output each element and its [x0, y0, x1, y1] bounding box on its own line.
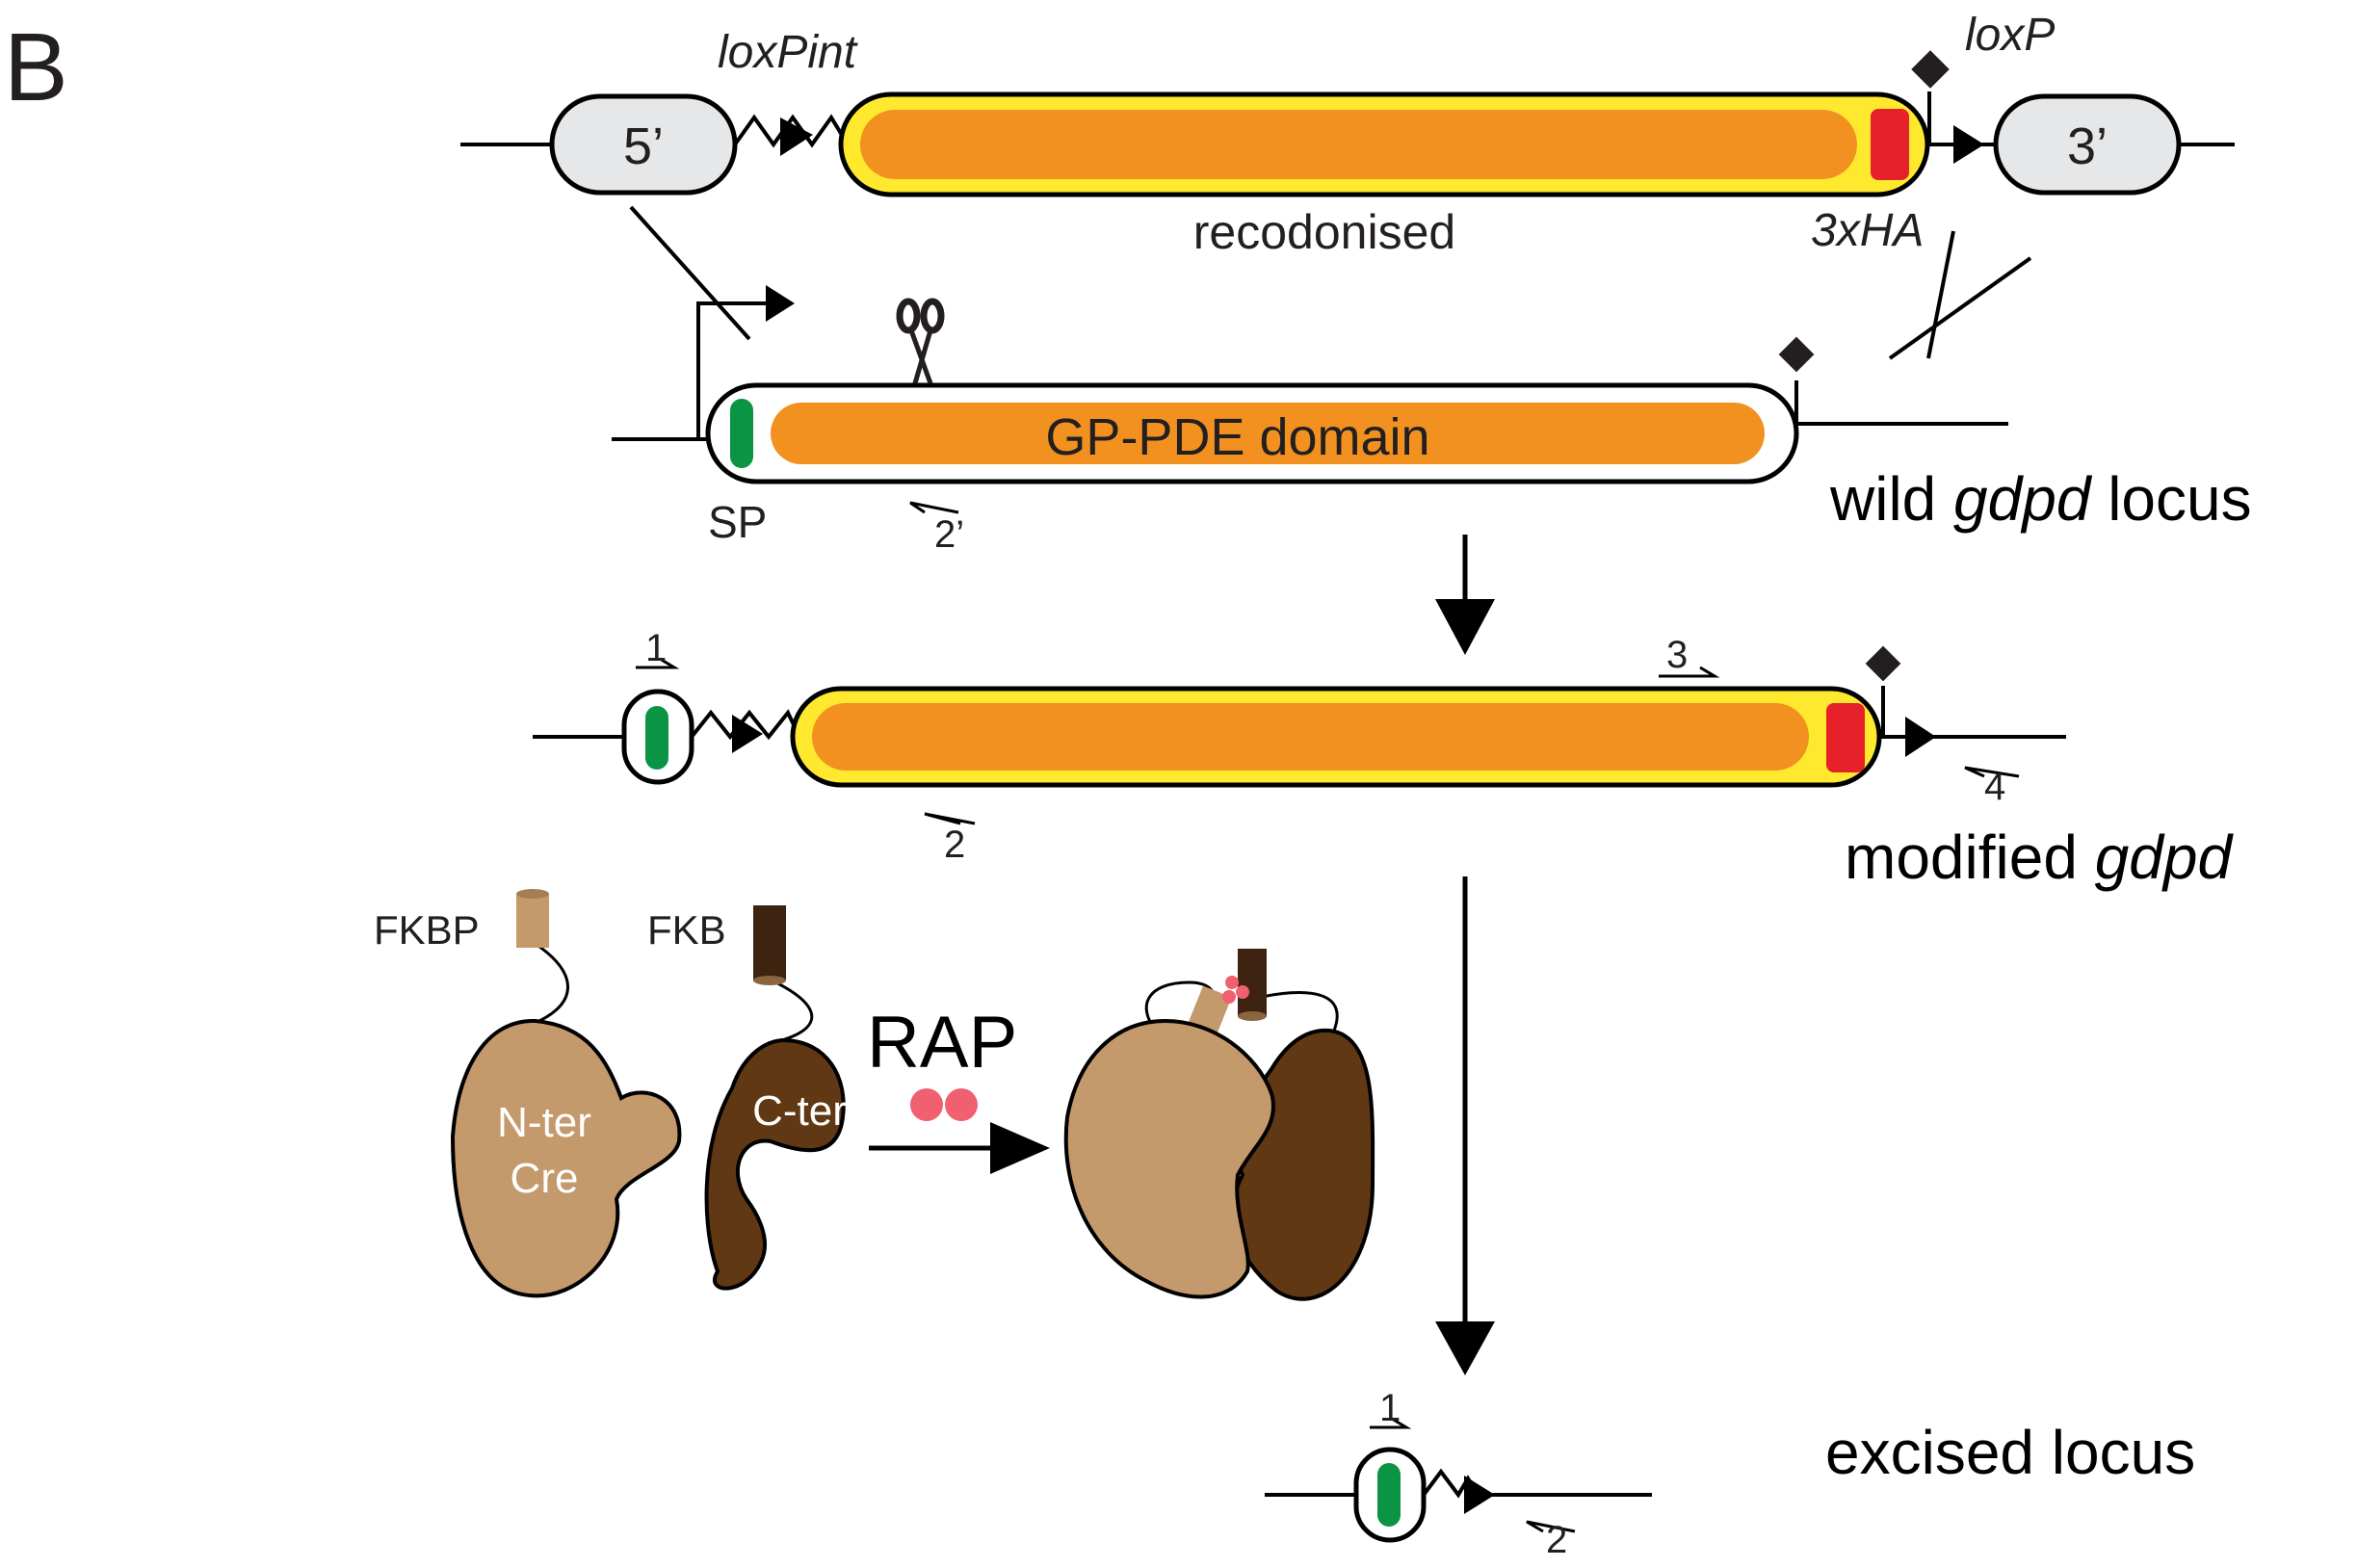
wild-locus-title-suffix: locus	[2090, 464, 2251, 534]
excised-primer-2-label: 2	[1546, 1519, 1567, 1561]
modified-3xha-tag	[1826, 703, 1865, 772]
modified-loxpint-zigzag	[690, 709, 801, 741]
promoter-arrow-icon	[766, 285, 795, 322]
modified-gene-core	[812, 703, 1809, 771]
crossover-5-line	[629, 205, 751, 341]
cter-cre-label-line2: Cre	[754, 1157, 823, 1204]
primer-1-arrow	[636, 657, 680, 669]
excised-primer-1-arrow	[1370, 1417, 1412, 1429]
fkbp-domain-top	[516, 889, 549, 899]
sp-label: SP	[708, 497, 767, 547]
nter-cre-label-line1: N-ter	[497, 1099, 591, 1146]
3xha-label: 3xHA	[1811, 205, 1924, 256]
homology-arm-3-box	[1993, 93, 2182, 196]
dicre-dimerisation: FKBP N-ter Cre FKB C-ter Cre RAP	[374, 889, 1375, 1301]
primer-3-label: 3	[1666, 634, 1688, 676]
primer-2-arrow	[924, 812, 976, 825]
complex-frb-domain	[1238, 949, 1267, 1016]
wild-gdpd-locus: GP-PDE domain SP 2’ wild gdpd locus	[612, 285, 2252, 556]
promoter-line	[696, 301, 771, 439]
excised-primer-2-arrow	[1526, 1520, 1576, 1533]
fkbp-tether	[535, 942, 569, 1023]
loxpint-label: loxPint	[718, 27, 858, 78]
complex-tether-right	[1261, 991, 1339, 1032]
crossover-3-line	[1888, 256, 2032, 360]
rap-arrowhead	[990, 1122, 1050, 1174]
rap-label: RAP	[867, 1002, 1017, 1084]
loxpint-site-arrow	[780, 118, 813, 156]
frb-domain-bottom	[753, 976, 786, 985]
excised-locus: 1 2 excised locus	[1265, 1387, 2195, 1561]
modified-loxp-arrow	[1905, 717, 1936, 757]
cter-cre-shape	[704, 1037, 846, 1291]
complex-rap-1	[1225, 976, 1239, 989]
complex-frb-bottom	[1238, 1011, 1267, 1021]
stop-codon-icon	[1911, 50, 1950, 89]
fkbp-label: FKBP	[374, 907, 480, 953]
scissors-icon	[896, 298, 945, 384]
homology-arm-3-label: 3’	[2067, 118, 2108, 175]
excised-primer-1-label: 1	[1379, 1387, 1401, 1429]
cter-cre-label-line1: C-ter	[752, 1087, 847, 1135]
wild-locus-title-gene: gdpd	[1953, 464, 2093, 534]
primer-4-arrow	[1964, 766, 2020, 778]
complex-rap-2	[1236, 985, 1249, 999]
complex-nter-cre	[1063, 1018, 1275, 1299]
complex-fkbp-domain	[1188, 985, 1232, 1035]
wild-locus-title-prefix: wild	[1829, 464, 1953, 534]
3xha-tag	[1871, 109, 1909, 180]
primer-4-label: 4	[1984, 766, 2005, 808]
stop-codon-icon-wild	[1778, 336, 1815, 373]
loxp-site-arrow	[1953, 125, 1984, 164]
primer-2prime-label: 2’	[934, 513, 964, 556]
nter-cre-label-line2: Cre	[511, 1155, 579, 1202]
gp-pde-domain-bar	[771, 403, 1765, 464]
frb-domain	[753, 905, 786, 980]
frb-tether	[765, 976, 814, 1042]
recodonised-gene-core	[860, 110, 1857, 179]
excised-sp-bar	[1377, 1463, 1401, 1527]
modified-locus-title-gene: gdpd	[2095, 823, 2235, 892]
modified-locus-title: modified gdpd	[1845, 823, 2234, 892]
crossover-3-tick	[1926, 230, 1955, 359]
signal-peptide-bar	[730, 399, 753, 468]
transition-arrowhead-1	[1435, 599, 1495, 655]
recodonised-label: recodonised	[1193, 205, 1455, 259]
wild-locus-title: wild gdpd locus	[1829, 464, 2252, 534]
gp-pde-domain-label: GP-PDE domain	[1045, 408, 1429, 466]
frb-label: FKB	[647, 907, 726, 953]
excised-locus-title: excised locus	[1825, 1418, 2195, 1487]
panel-label: B	[4, 13, 68, 121]
stop-codon-icon-modified	[1865, 645, 1901, 682]
rap-molecule-2	[945, 1088, 978, 1121]
primer-3-arrow	[1659, 666, 1720, 678]
primer-2-label: 2	[944, 823, 965, 866]
modified-loxpint-arrow	[732, 715, 763, 753]
homology-arm-5-label: 5’	[623, 118, 664, 175]
loxp-label: loxP	[1965, 10, 2055, 61]
modified-locus-title-prefix: modified	[1845, 823, 2095, 892]
complex-rap-3	[1222, 990, 1236, 1004]
donor-construct: 5’ loxPint recodonised 3xHA loxP 3’	[460, 10, 2235, 259]
transition-arrowhead-2	[1435, 1321, 1495, 1375]
modified-gdpd-locus: 1 2 3 4 modified gdpd	[533, 627, 2234, 892]
primer-2prime-arrow	[909, 501, 959, 514]
nter-cre-shape	[450, 1018, 682, 1298]
loxpint-intron-zigzag	[733, 114, 850, 148]
primer-1-label: 1	[645, 627, 667, 669]
modified-sp-bar	[645, 706, 668, 770]
rap-molecule-1	[910, 1088, 943, 1121]
excised-loxp-arrow	[1464, 1476, 1495, 1514]
fkbp-domain	[516, 894, 549, 948]
